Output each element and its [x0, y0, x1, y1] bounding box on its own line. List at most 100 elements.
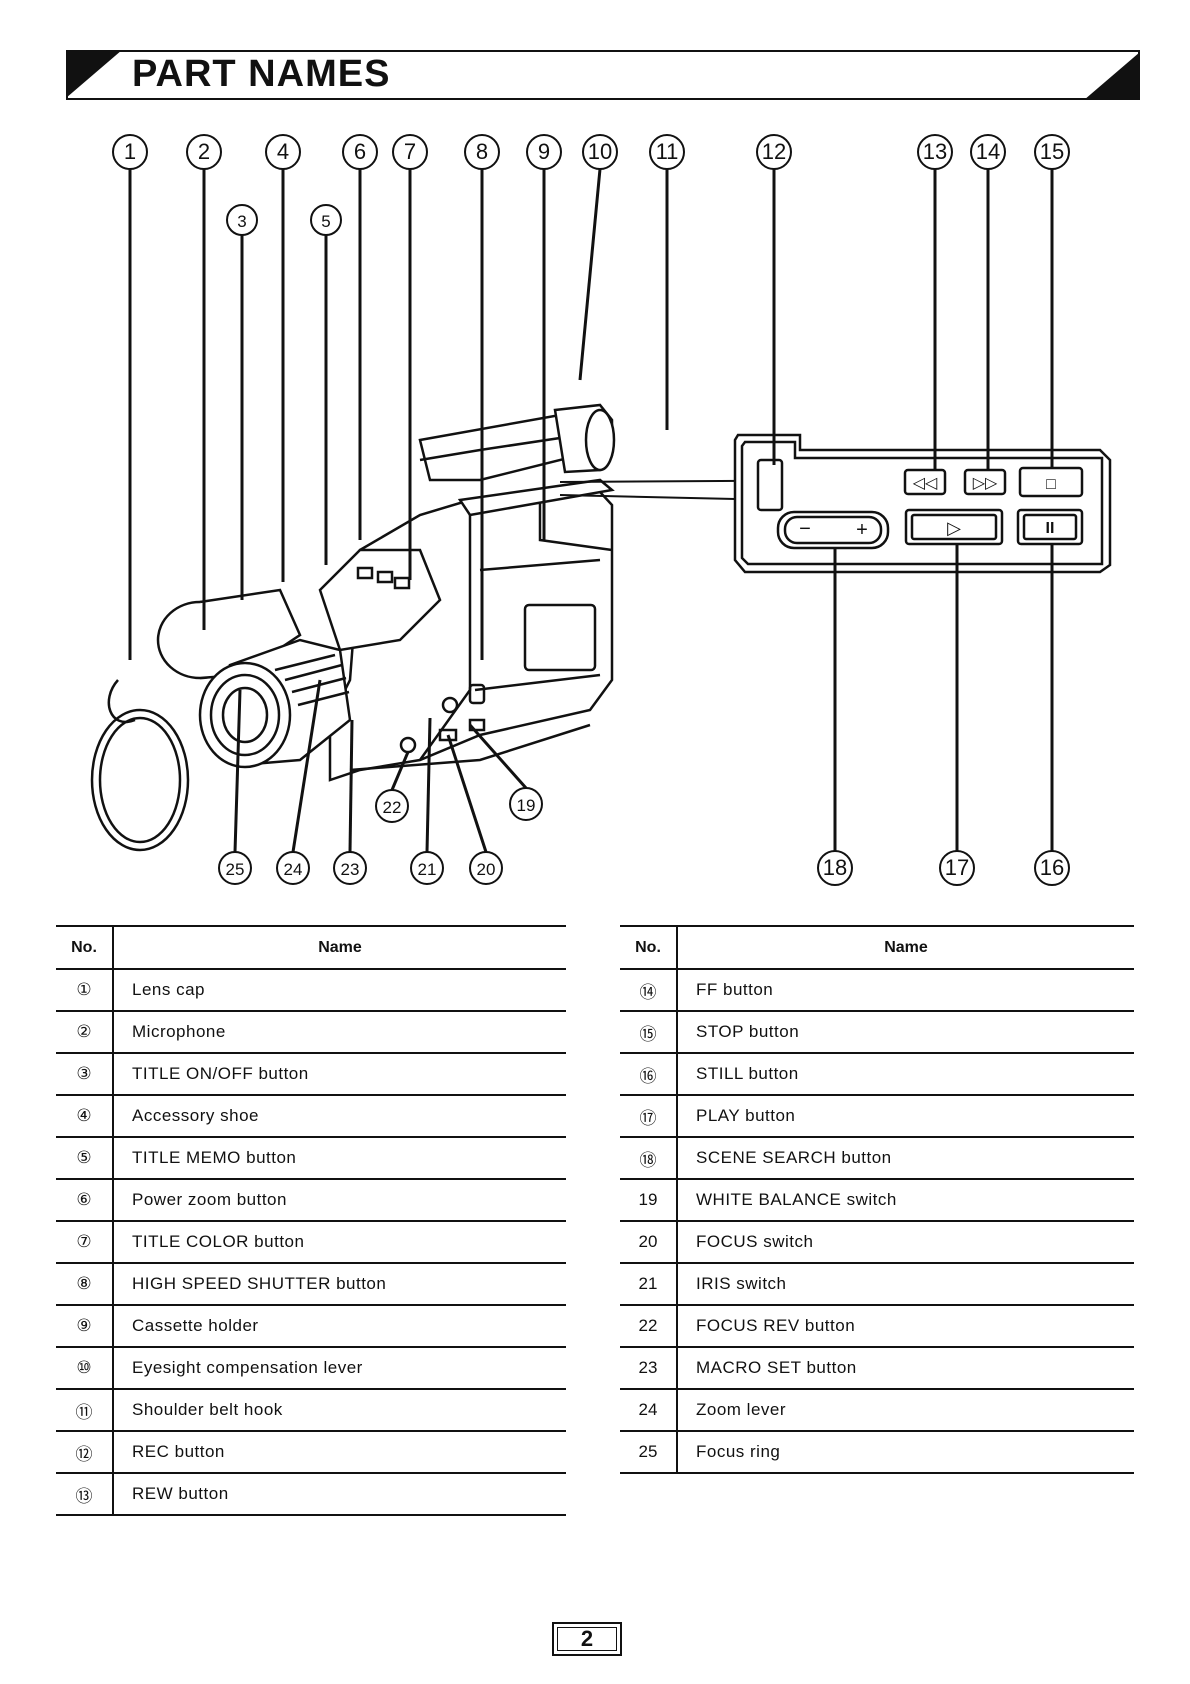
part-number: ⑮	[620, 1011, 678, 1054]
callout-number: 15	[1040, 139, 1064, 164]
still-button-shape	[1016, 508, 1084, 546]
callout-circle	[582, 134, 618, 170]
part-name: STILL button	[677, 1053, 1134, 1096]
callout-circle	[756, 134, 792, 170]
part-number: 22	[620, 1305, 678, 1348]
part-number: ⑨	[56, 1305, 114, 1348]
leader-line-20	[446, 734, 488, 853]
leader-line-10	[578, 168, 602, 381]
callout-number: 19	[517, 796, 536, 815]
callout-circle	[970, 134, 1006, 170]
minus-symbol: −	[799, 518, 811, 540]
callout-circle	[469, 851, 503, 885]
callout-number: 13	[923, 139, 947, 164]
callout-11: 11	[649, 134, 685, 170]
part-name: WHITE BALANCE switch	[677, 1179, 1134, 1222]
column-header-no: No.	[620, 925, 678, 970]
callout-number: 16	[1040, 855, 1064, 880]
rew-button-shape	[903, 468, 947, 496]
part-number: 21	[620, 1263, 678, 1306]
callout-2: 2	[186, 134, 222, 170]
callout-number: 6	[354, 139, 366, 164]
callout-circle	[817, 850, 853, 886]
part-number: ⑤	[56, 1137, 114, 1180]
rew-symbol: ◁◁	[913, 475, 938, 492]
callout-20: 20	[469, 851, 503, 885]
callout-8: 8	[464, 134, 500, 170]
part-number: ⑩	[56, 1347, 114, 1390]
part-name: Lens cap	[113, 969, 566, 1012]
part-name: Power zoom button	[113, 1179, 566, 1222]
stop-symbol: □	[1046, 476, 1056, 493]
callout-number: 1	[124, 139, 136, 164]
callout-circle	[917, 134, 953, 170]
callout-7: 7	[392, 134, 428, 170]
part-number: ③	[56, 1053, 114, 1096]
part-number: 25	[620, 1431, 678, 1474]
callout-4: 4	[265, 134, 301, 170]
table-header-row: No. Name	[56, 925, 566, 970]
callout-21: 21	[410, 851, 444, 885]
page-number: 2	[552, 1622, 622, 1656]
callout-3: 3	[226, 204, 258, 236]
callout-circle	[310, 204, 342, 236]
column-header-name: Name	[113, 925, 566, 970]
callout-number: 18	[823, 855, 847, 880]
part-name: TITLE COLOR button	[113, 1221, 566, 1264]
callout-15: 15	[1034, 134, 1070, 170]
callout-number: 17	[945, 855, 969, 880]
callout-circle	[276, 851, 310, 885]
callout-number: 9	[538, 139, 550, 164]
callout-number: 3	[237, 212, 246, 231]
callout-number: 4	[277, 139, 289, 164]
part-name: FF button	[677, 969, 1134, 1012]
column-header-no: No.	[56, 925, 114, 970]
callout-circle	[342, 134, 378, 170]
callout-circle	[1034, 850, 1070, 886]
part-number: ②	[56, 1011, 114, 1054]
callout-number: 20	[477, 860, 496, 879]
callout-number: 5	[321, 212, 330, 231]
column-header-name: Name	[677, 925, 1134, 970]
callout-circle	[649, 134, 685, 170]
leader-line-19	[468, 724, 528, 789]
callout-circle	[265, 134, 301, 170]
plus-symbol: +	[856, 519, 868, 541]
part-name: PLAY button	[677, 1095, 1134, 1138]
rec-button-shape	[756, 458, 784, 512]
part-number: 23	[620, 1347, 678, 1390]
callout-22: 22	[375, 789, 409, 823]
play-symbol: ▷	[947, 518, 961, 538]
callout-9: 9	[526, 134, 562, 170]
callout-circle	[1034, 134, 1070, 170]
callout-circle	[218, 851, 252, 885]
still-symbol: II	[1046, 520, 1055, 537]
part-name: TITLE MEMO button	[113, 1137, 566, 1180]
callout-number: 24	[284, 860, 303, 879]
callout-12: 12	[756, 134, 792, 170]
part-number: ⑯	[620, 1053, 678, 1096]
part-name: Shoulder belt hook	[113, 1389, 566, 1432]
callout-number: 21	[418, 860, 437, 879]
part-name: Microphone	[113, 1011, 566, 1054]
part-name: SCENE SEARCH button	[677, 1137, 1134, 1180]
part-number: ⑧	[56, 1263, 114, 1306]
callout-23: 23	[333, 851, 367, 885]
page-title: PART NAMES	[132, 53, 391, 95]
part-name: Eyesight compensation lever	[113, 1347, 566, 1390]
part-name: TITLE ON/OFF button	[113, 1053, 566, 1096]
